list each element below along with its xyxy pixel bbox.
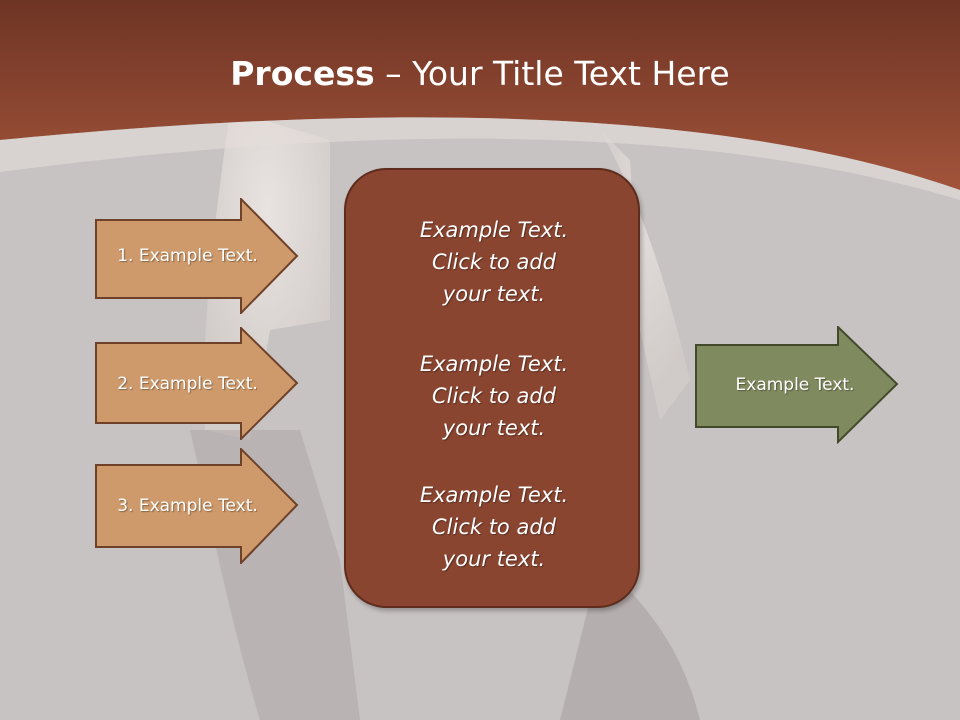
process-text-line: your text. xyxy=(442,282,546,306)
input-arrow-label: 1. Example Text. xyxy=(117,246,258,266)
process-text-line: your text. xyxy=(442,416,546,440)
arrow-right-icon xyxy=(95,198,299,314)
process-text-block-1[interactable]: Example Text. Click to add your text. xyxy=(346,214,642,310)
input-arrow-label: 2. Example Text. xyxy=(117,373,258,394)
arrow-right-icon xyxy=(95,327,299,440)
process-text-line: Example Text. xyxy=(419,218,569,242)
arrow-right-icon xyxy=(695,326,899,444)
slide-title-rest: – Your Title Text Here xyxy=(374,54,730,93)
input-arrow-label: 3. Example Text. xyxy=(117,496,258,516)
output-arrow[interactable]: Example Text. xyxy=(695,326,900,444)
input-arrow-3[interactable]: 3. Example Text. xyxy=(95,448,300,564)
process-box[interactable]: Example Text. Click to add your text. Ex… xyxy=(344,168,640,608)
process-text-line: Example Text. xyxy=(419,352,569,376)
process-text-line: Click to add xyxy=(431,515,556,539)
process-text-line: Click to add xyxy=(431,250,556,274)
process-text-block-2[interactable]: Example Text. Click to add your text. xyxy=(346,348,642,444)
input-arrow-1[interactable]: 1. Example Text. xyxy=(95,198,300,314)
slide-title-bold: Process xyxy=(230,54,375,93)
process-text-line: Click to add xyxy=(431,384,556,408)
slide-title: Process – Your Title Text Here xyxy=(0,52,960,96)
output-arrow-label: Example Text. xyxy=(735,375,855,395)
process-text-line: Example Text. xyxy=(419,483,569,507)
process-text-block-3[interactable]: Example Text. Click to add your text. xyxy=(346,479,642,575)
arrow-right-icon xyxy=(95,448,299,564)
process-text-line: your text. xyxy=(442,547,546,571)
input-arrow-2[interactable]: 2. Example Text. xyxy=(95,327,300,440)
